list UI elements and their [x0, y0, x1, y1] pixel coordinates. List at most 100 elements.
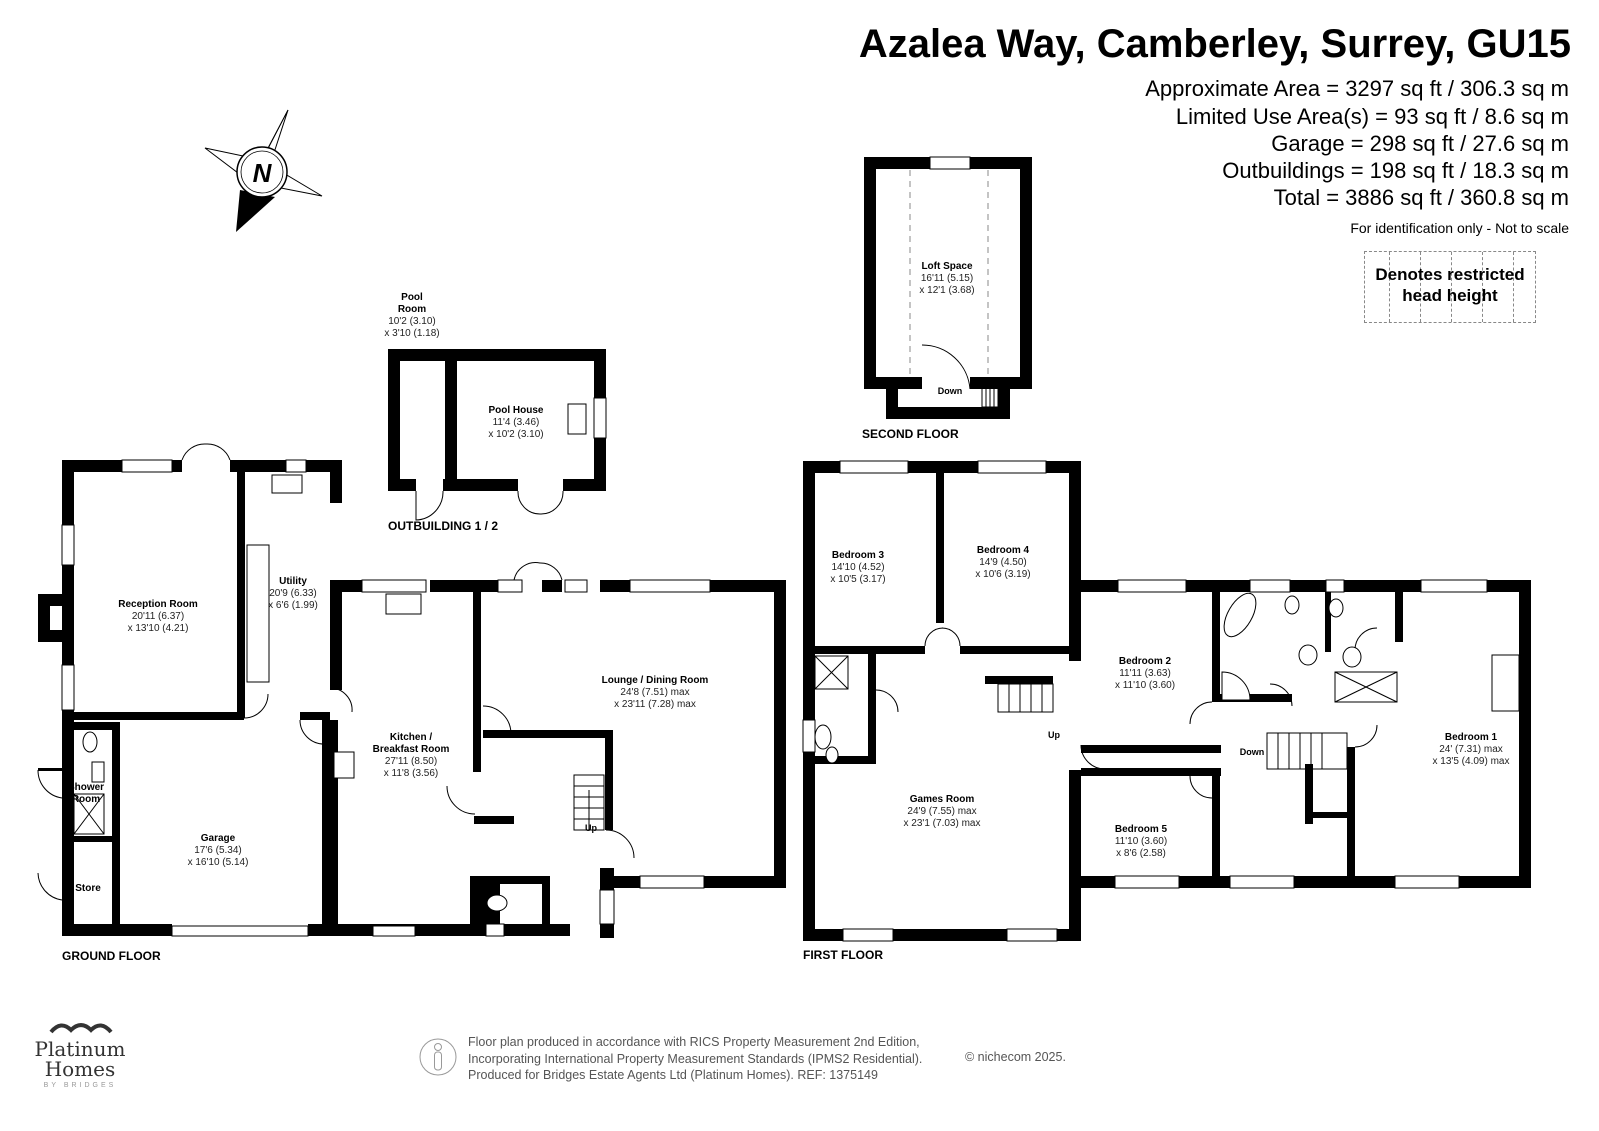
room-dimension: 27'11 (8.50) — [384, 756, 438, 767]
room-bedroom-1: Bedroom 1 24' (7.31) max x 13'5 (4.09) m… — [1433, 732, 1510, 768]
restricted-height-text: Denotes restricted head height — [1365, 264, 1535, 306]
room-dimension: x 6'6 (1.99) — [268, 600, 318, 611]
footer-line-2: Incorporating International Property Mea… — [468, 1051, 923, 1066]
room-name: Bedroom 2 — [1118, 656, 1172, 667]
room-dimension: x 16'10 (5.14) — [187, 857, 249, 868]
stairs-up-ground: Up — [585, 823, 597, 833]
room-bedroom-5: Bedroom 5 11'10 (3.60) x 8'6 (2.58) — [1115, 824, 1167, 860]
room-dimension: x 8'6 (2.58) — [1116, 848, 1166, 859]
room-dimension: 11'10 (3.60) — [1114, 836, 1168, 847]
room-dimension: 17'6 (5.34) — [194, 845, 242, 856]
room-name: Store — [75, 883, 101, 894]
footer-line-1: Floor plan produced in accordance with R… — [468, 1035, 920, 1049]
total-area: Total = 3886 sq ft / 360.8 sq m — [1273, 185, 1569, 210]
room-lounge-dining: Lounge / Dining Room 24'8 (7.51) max x 2… — [602, 675, 709, 711]
stairs-down-first: Down — [1239, 747, 1265, 757]
scale-note: For identification only - Not to scale — [1350, 220, 1569, 236]
floor-label-outbuilding: OUTBUILDING 1 / 2 — [388, 519, 499, 533]
room-store: Store — [75, 883, 101, 895]
room-name: Loft Space — [921, 261, 973, 272]
room-pool-house: Pool House 11'4 (3.46) x 10'2 (3.10) — [488, 405, 543, 441]
logo-line-1: Platinum — [34, 1037, 126, 1061]
room-name: Pool — [401, 292, 423, 303]
stairs-down-loft: Down — [937, 386, 963, 396]
room-games-room: Games Room 24'9 (7.55) max x 23'1 (7.03)… — [904, 794, 981, 830]
room-dimension: 24'8 (7.51) max — [620, 687, 690, 698]
room-dimension: 20'11 (6.37) — [131, 611, 185, 622]
room-name: Room — [397, 304, 427, 315]
restricted-line-2: head height — [1402, 286, 1498, 305]
room-bedroom-2: Bedroom 2 11'11 (3.63) x 11'10 (3.60) — [1115, 656, 1175, 692]
room-dimension: 11'4 (3.46) — [492, 417, 540, 428]
footer-disclaimer: Floor plan produced in accordance with R… — [468, 1034, 922, 1084]
room-dimension: 16'11 (5.15) — [920, 273, 974, 284]
room-shower: Shower Room — [68, 782, 104, 806]
room-name: Shower — [67, 782, 105, 793]
compass-letter: N — [253, 158, 273, 188]
approximate-area: Approximate Area = 3297 sq ft / 306.3 sq… — [1145, 76, 1569, 101]
restricted-height-lines — [909, 170, 989, 377]
room-dimension: 11'11 (3.63) — [1119, 668, 1171, 679]
room-bedroom-3: Bedroom 3 14'10 (4.52) x 10'5 (3.17) — [830, 550, 885, 586]
room-name: Bedroom 3 — [831, 550, 885, 561]
fixtures — [73, 403, 1520, 912]
outbuildings-area: Outbuildings = 198 sq ft / 18.3 sq m — [1222, 158, 1569, 183]
room-loft-space: Loft Space 16'11 (5.15) x 12'1 (3.68) — [919, 261, 974, 297]
room-name: Breakfast Room — [372, 744, 450, 755]
limited-use-area: Limited Use Area(s) = 93 sq ft / 8.6 sq … — [1175, 104, 1569, 129]
room-name: Bedroom 5 — [1114, 824, 1168, 835]
door-swings — [37, 344, 1378, 901]
footer-copyright: © nichecom 2025. — [965, 1050, 1066, 1064]
room-dimension: x 3'10 (1.18) — [384, 328, 440, 339]
room-dimension: 24'9 (7.55) max — [907, 806, 977, 817]
room-name: Garage — [200, 833, 236, 844]
restricted-line-1: Denotes restricted — [1375, 265, 1525, 284]
room-name: Utility — [279, 576, 307, 587]
room-dimension: 10'2 (3.10) — [388, 316, 436, 327]
floor-label-second: SECOND FLOOR — [862, 427, 959, 441]
logo-line-2: Homes — [44, 1057, 116, 1081]
room-dimension: x 13'10 (4.21) — [127, 623, 189, 634]
garage-area: Garage = 298 sq ft / 27.6 sq m — [1271, 131, 1569, 156]
room-dimension: 14'9 (4.50) — [979, 557, 1027, 568]
room-pool-room: Pool Room 10'2 (3.10) x 3'10 (1.18) — [384, 292, 439, 340]
platinum-homes-logo: Platinum Homes BY BRIDGES — [30, 1020, 130, 1089]
room-name: Games Room — [909, 794, 975, 805]
room-name: Bedroom 1 — [1444, 732, 1498, 743]
person-in-circle-icon — [419, 1038, 457, 1076]
room-dimension: x 10'6 (3.19) — [975, 569, 1031, 580]
room-name: Bedroom 4 — [976, 545, 1030, 556]
room-kitchen: Kitchen / Breakfast Room 27'11 (8.50) x … — [373, 732, 450, 780]
stairs-up-first: Up — [1048, 730, 1060, 740]
room-utility: Utility 20'9 (6.33) x 6'6 (1.99) — [268, 576, 318, 612]
footer-line-3: Produced for Bridges Estate Agents Ltd (… — [468, 1068, 878, 1082]
restricted-height-legend: Denotes restricted head height — [1364, 251, 1536, 323]
room-dimension: x 13'5 (4.09) max — [1432, 756, 1510, 767]
room-dimension: x 11'10 (3.60) — [1114, 680, 1176, 691]
arches-icon — [49, 1023, 113, 1034]
room-name: Reception Room — [118, 599, 198, 610]
room-dimension: x 23'11 (7.28) max — [614, 699, 696, 710]
room-dimension: x 10'2 (3.10) — [488, 429, 544, 440]
room-name: Lounge / Dining Room — [601, 675, 709, 686]
room-dimension: x 12'1 (3.68) — [919, 285, 975, 296]
room-name: Room — [71, 794, 101, 805]
room-dimension: 24' (7.31) max — [1439, 744, 1503, 755]
windows — [61, 156, 1488, 942]
floor-label-ground: GROUND FLOOR — [62, 949, 161, 963]
room-bedroom-4: Bedroom 4 14'9 (4.50) x 10'6 (3.19) — [975, 545, 1030, 581]
room-dimension: x 11'8 (3.56) — [383, 768, 439, 779]
room-name: Kitchen / — [389, 732, 433, 743]
room-dimension: 20'9 (6.33) — [269, 588, 317, 599]
room-name: Pool House — [488, 405, 544, 416]
logo-line-3: BY BRIDGES — [43, 1082, 117, 1089]
floor-label-first: FIRST FLOOR — [803, 948, 883, 962]
room-dimension: x 23'1 (7.03) max — [903, 818, 981, 829]
staircases — [573, 379, 1348, 831]
room-dimension: 14'10 (4.52) — [831, 562, 885, 573]
room-reception: Reception Room 20'11 (6.37) x 13'10 (4.2… — [118, 599, 197, 635]
room-garage: Garage 17'6 (5.34) x 16'10 (5.14) — [188, 833, 249, 869]
room-dimension: x 10'5 (3.17) — [830, 574, 886, 585]
property-title: Azalea Way, Camberley, Surrey, GU15 — [858, 22, 1571, 66]
